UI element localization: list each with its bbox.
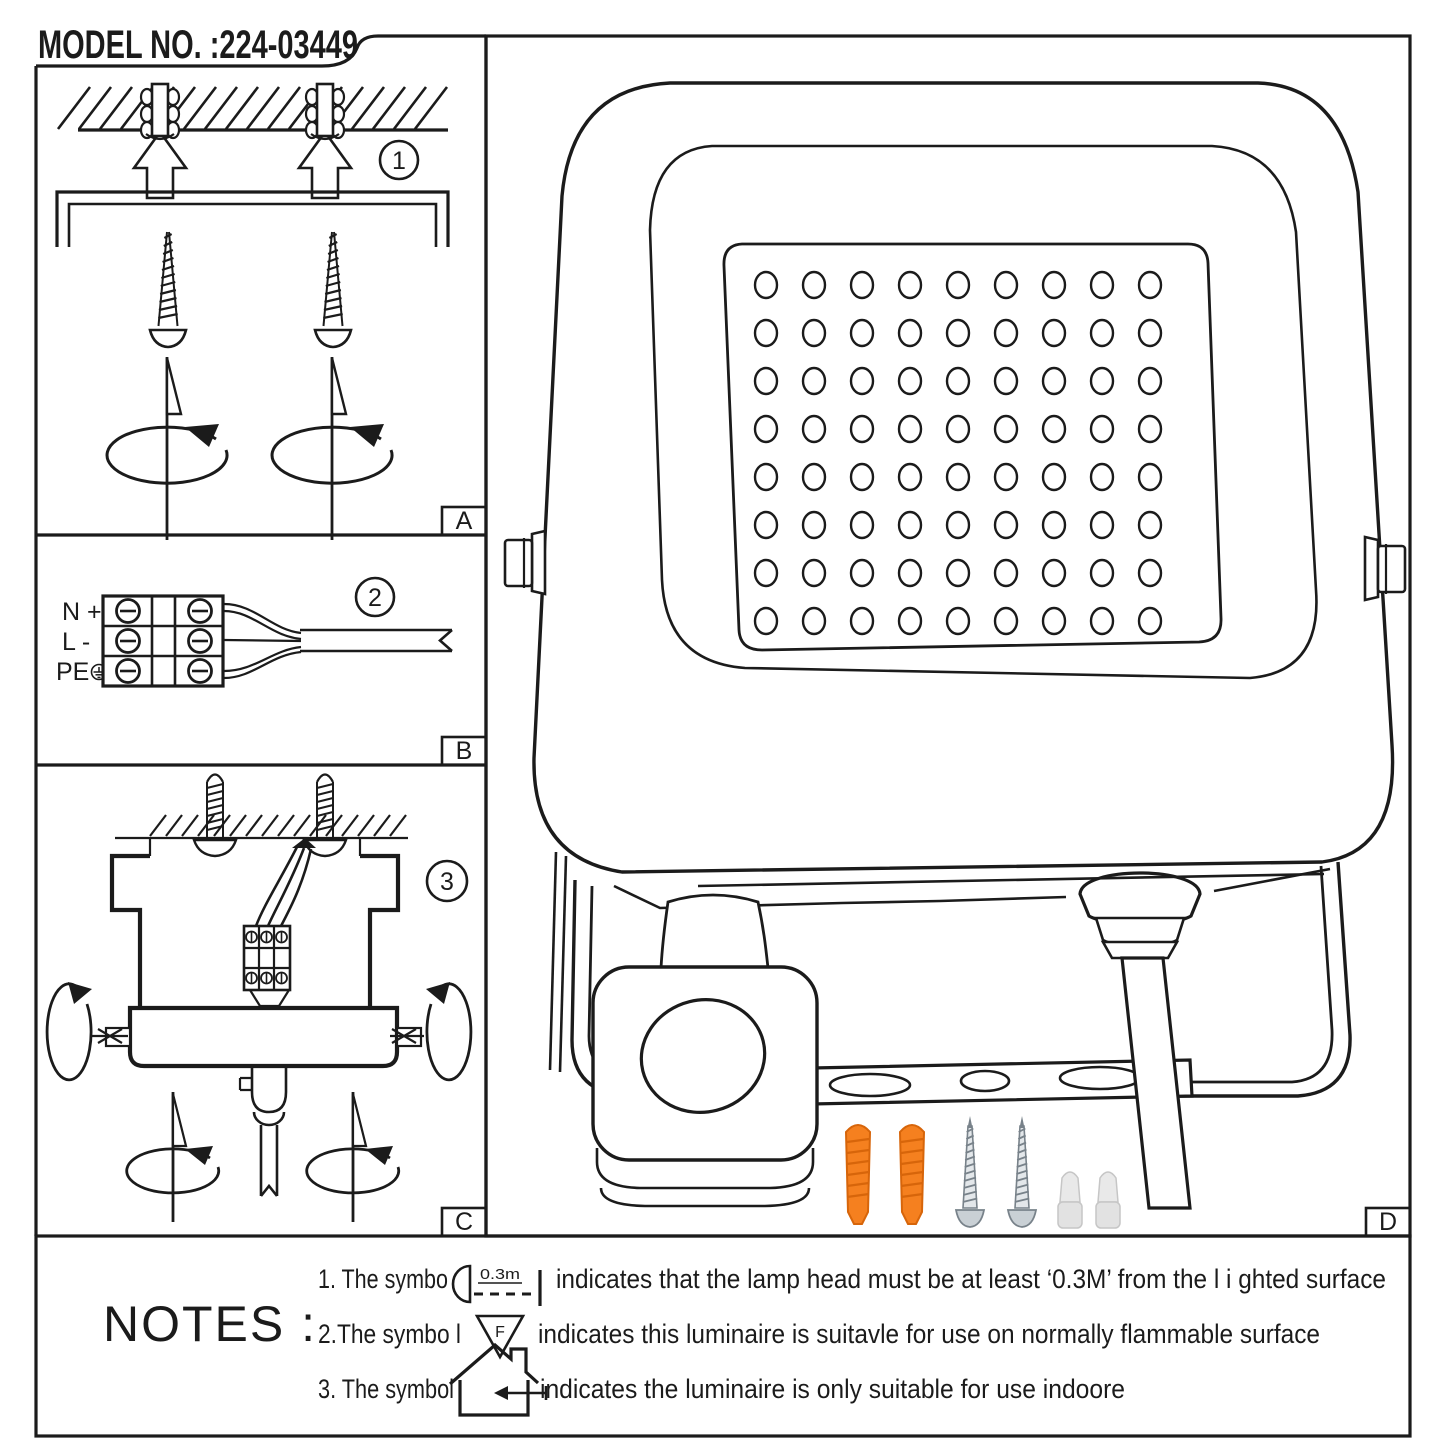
power-cable (1120, 956, 1192, 1210)
note-3-text: indicates the luminaire is only suitable… (540, 1374, 1125, 1404)
panel-a-diagram: 1 A (55, 82, 488, 540)
pendant-cable (238, 1066, 288, 1197)
note-3-prefix: 3. The symbol (318, 1374, 454, 1404)
svg-text:1: 1 (392, 147, 406, 175)
panel-label-a: A (440, 505, 488, 537)
panel-d-diagram: D (503, 81, 1412, 1238)
screw-icon-a (148, 231, 353, 349)
terminal-block (101, 594, 225, 688)
side-rotation-arrow-icon (45, 982, 473, 1082)
note-1-text: indicates that the lamp head must be at … (556, 1264, 1386, 1294)
note-2-prefix: 2.The symbo l (318, 1319, 461, 1349)
svg-text:C: C (455, 1208, 473, 1236)
wall-plug-anchor-icon (844, 1124, 926, 1225)
distance-label: 0.3m (480, 1266, 520, 1283)
sheet-borders (34, 34, 1412, 1438)
sensor-neck (659, 893, 770, 970)
f-label: F (495, 1324, 505, 1341)
terminal-label-pe: PE (56, 658, 89, 686)
bracket-knob-right (1363, 535, 1407, 602)
note-2-text: indicates this luminaire is suitavle for… (538, 1319, 1320, 1349)
ceiling-screw-icon (192, 773, 348, 858)
notes-title: NOTES : (103, 1296, 317, 1352)
mounting-bracket-outline (109, 838, 401, 1008)
notes-section: NOTES : 1. The symbo 0.3m indicates that… (103, 1264, 1386, 1417)
panel-label-b: B (440, 735, 488, 767)
bracket-arm (548, 851, 568, 1073)
wire-nut-icon (1057, 1171, 1121, 1229)
svg-text:3: 3 (440, 868, 454, 896)
mounting-screw-icon (954, 1116, 1038, 1228)
svg-text:D: D (1379, 1208, 1397, 1236)
lamp-min-distance-icon: 0.3m (451, 1264, 542, 1306)
cable-gland (1078, 871, 1202, 960)
step-1-badge: 1 (378, 139, 420, 181)
step-2-badge: 2 (354, 576, 396, 618)
supply-cable (223, 602, 453, 680)
panel-label-c: C (440, 1206, 488, 1238)
bracket-knob-left (503, 529, 547, 596)
note-1-prefix: 1. The symbo (318, 1264, 448, 1294)
step-3-badge: 3 (425, 859, 469, 903)
panel-label-d: D (1364, 1206, 1412, 1238)
panel-c-diagram: 3 C (45, 773, 488, 1238)
svg-text:2: 2 (368, 584, 382, 612)
canopy-plate (104, 1005, 423, 1069)
panel-b-diagram: N + L - PE (56, 576, 488, 767)
svg-text:B: B (456, 737, 473, 765)
wiring-to-terminal (242, 838, 316, 1008)
svg-text:A: A (456, 507, 473, 535)
rotation-arrow-icon (105, 357, 394, 540)
terminal-label-n: N + (62, 598, 102, 626)
pir-sensor (591, 965, 819, 1208)
terminal-screw-icon (115, 598, 213, 684)
led-array-holes (753, 270, 1163, 636)
led-array (722, 242, 1223, 652)
model-number-title: MODEL NO. :224-03449 (38, 23, 358, 67)
up-arrow-icon (131, 129, 354, 200)
mounting-bar (810, 1058, 1194, 1106)
sensor-lens (639, 998, 767, 1114)
rotation-arrow-icon (125, 1092, 401, 1222)
terminal-label-l: L - (62, 628, 90, 656)
mounting-bracket-channel (55, 190, 450, 247)
wall-plug-icon (139, 82, 346, 141)
ceiling-hatch-c (149, 814, 407, 837)
ceiling-hatch-a (56, 86, 449, 130)
house-indoor-icon (448, 1342, 548, 1417)
f-triangle-icon: F (474, 1314, 526, 1360)
